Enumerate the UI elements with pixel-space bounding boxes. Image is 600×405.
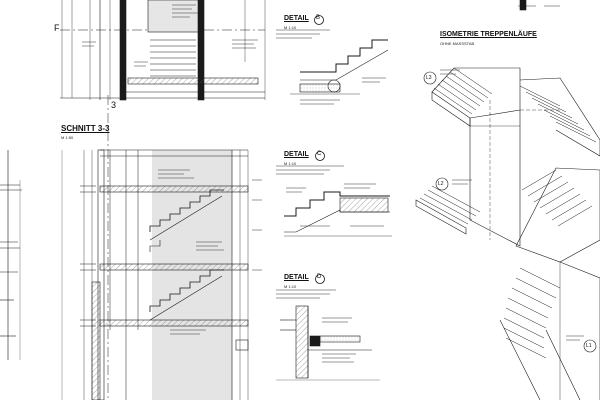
section-title: SCHNITT 3-3 bbox=[61, 124, 110, 133]
upper-plan bbox=[60, 0, 266, 101]
tag-l3-label: L3 bbox=[426, 75, 432, 81]
iso-subtitle: OHNE MASSSTAB bbox=[440, 41, 475, 46]
detail-d-title: DETAIL bbox=[284, 274, 309, 281]
detail-b-drawing bbox=[276, 29, 389, 105]
iso-title: ISOMETRIE TREPPENLÄUFE bbox=[440, 31, 537, 38]
detail-b-ref: B bbox=[316, 15, 321, 21]
detail-c-title: DETAIL bbox=[284, 151, 309, 158]
detail-d-ref: D bbox=[317, 274, 322, 280]
detail-c-ref: C bbox=[317, 151, 322, 157]
detail-b-title: DETAIL bbox=[284, 15, 309, 22]
isometric-stairs bbox=[415, 0, 600, 401]
detail-c-bubble bbox=[315, 151, 325, 161]
detail-c-scale: M 1:10 bbox=[284, 161, 297, 166]
detail-d-drawing bbox=[276, 289, 380, 381]
tag-l1-label: L1 bbox=[586, 343, 592, 349]
section-3-3 bbox=[61, 95, 262, 401]
tag-l3-marker bbox=[423, 71, 437, 85]
detail-d-scale: M 1:10 bbox=[284, 284, 297, 289]
grid-letter-label: F bbox=[54, 23, 60, 33]
detail-d-bubble bbox=[315, 274, 325, 284]
section-scale: M 1:50 bbox=[61, 135, 74, 140]
detail-b-scale: M 1:10 bbox=[284, 25, 297, 30]
tag-l2-label: L2 bbox=[438, 181, 444, 187]
tag-l1-marker bbox=[583, 339, 597, 353]
left-edge-section bbox=[0, 150, 22, 360]
tag-l2-marker bbox=[435, 177, 449, 191]
detail-c-drawing bbox=[276, 165, 392, 237]
detail-b-bubble bbox=[314, 15, 324, 25]
grid-number-label: 3 bbox=[111, 100, 117, 110]
